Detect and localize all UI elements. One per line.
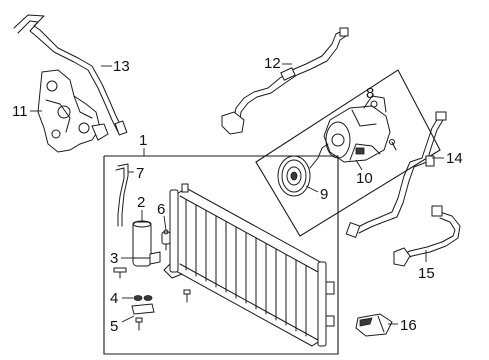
leader-5 <box>121 315 135 323</box>
compressor-bracket-11[interactable] <box>37 69 109 153</box>
condenser[interactable] <box>163 183 335 347</box>
callout-16: 16 <box>400 317 417 334</box>
clutch-pulley-9[interactable] <box>277 143 329 197</box>
liquid-hose-15[interactable] <box>393 205 461 267</box>
callout-1: 1 <box>139 132 147 149</box>
callout-12: 12 <box>264 55 281 72</box>
callout-3: 3 <box>110 250 118 267</box>
callout-11: 11 <box>12 103 28 120</box>
bracket-5[interactable] <box>131 303 155 331</box>
seal-rings-4[interactable] <box>133 295 153 301</box>
cap-16[interactable] <box>355 313 393 337</box>
callout-14: 14 <box>446 150 463 167</box>
callout-8: 8 <box>366 85 374 102</box>
callout-5: 5 <box>110 318 118 335</box>
pipe-7[interactable] <box>115 163 129 227</box>
hose-pipe-13[interactable] <box>13 14 128 136</box>
callout-9: 9 <box>320 186 328 203</box>
leader-10 <box>355 159 363 171</box>
callout-13: 13 <box>113 58 130 75</box>
receiver-drier-2[interactable] <box>132 220 152 267</box>
sensor-6[interactable] <box>161 229 171 251</box>
callout-6: 6 <box>157 201 165 218</box>
leader-9 <box>305 185 319 193</box>
compressor-group-frame-8 <box>255 69 441 237</box>
bolt[interactable] <box>183 289 191 303</box>
compressor-10[interactable] <box>323 95 397 163</box>
callout-15: 15 <box>418 265 435 282</box>
callout-2: 2 <box>137 194 145 211</box>
bracket-3[interactable] <box>113 251 161 279</box>
leader-6 <box>163 215 167 231</box>
suction-hose-12[interactable] <box>221 27 349 135</box>
callout-7: 7 <box>136 165 144 182</box>
condenser-group-frame-1 <box>103 155 339 355</box>
discharge-hose-14[interactable] <box>345 111 447 238</box>
callout-10: 10 <box>356 170 373 187</box>
callout-4: 4 <box>110 290 118 307</box>
